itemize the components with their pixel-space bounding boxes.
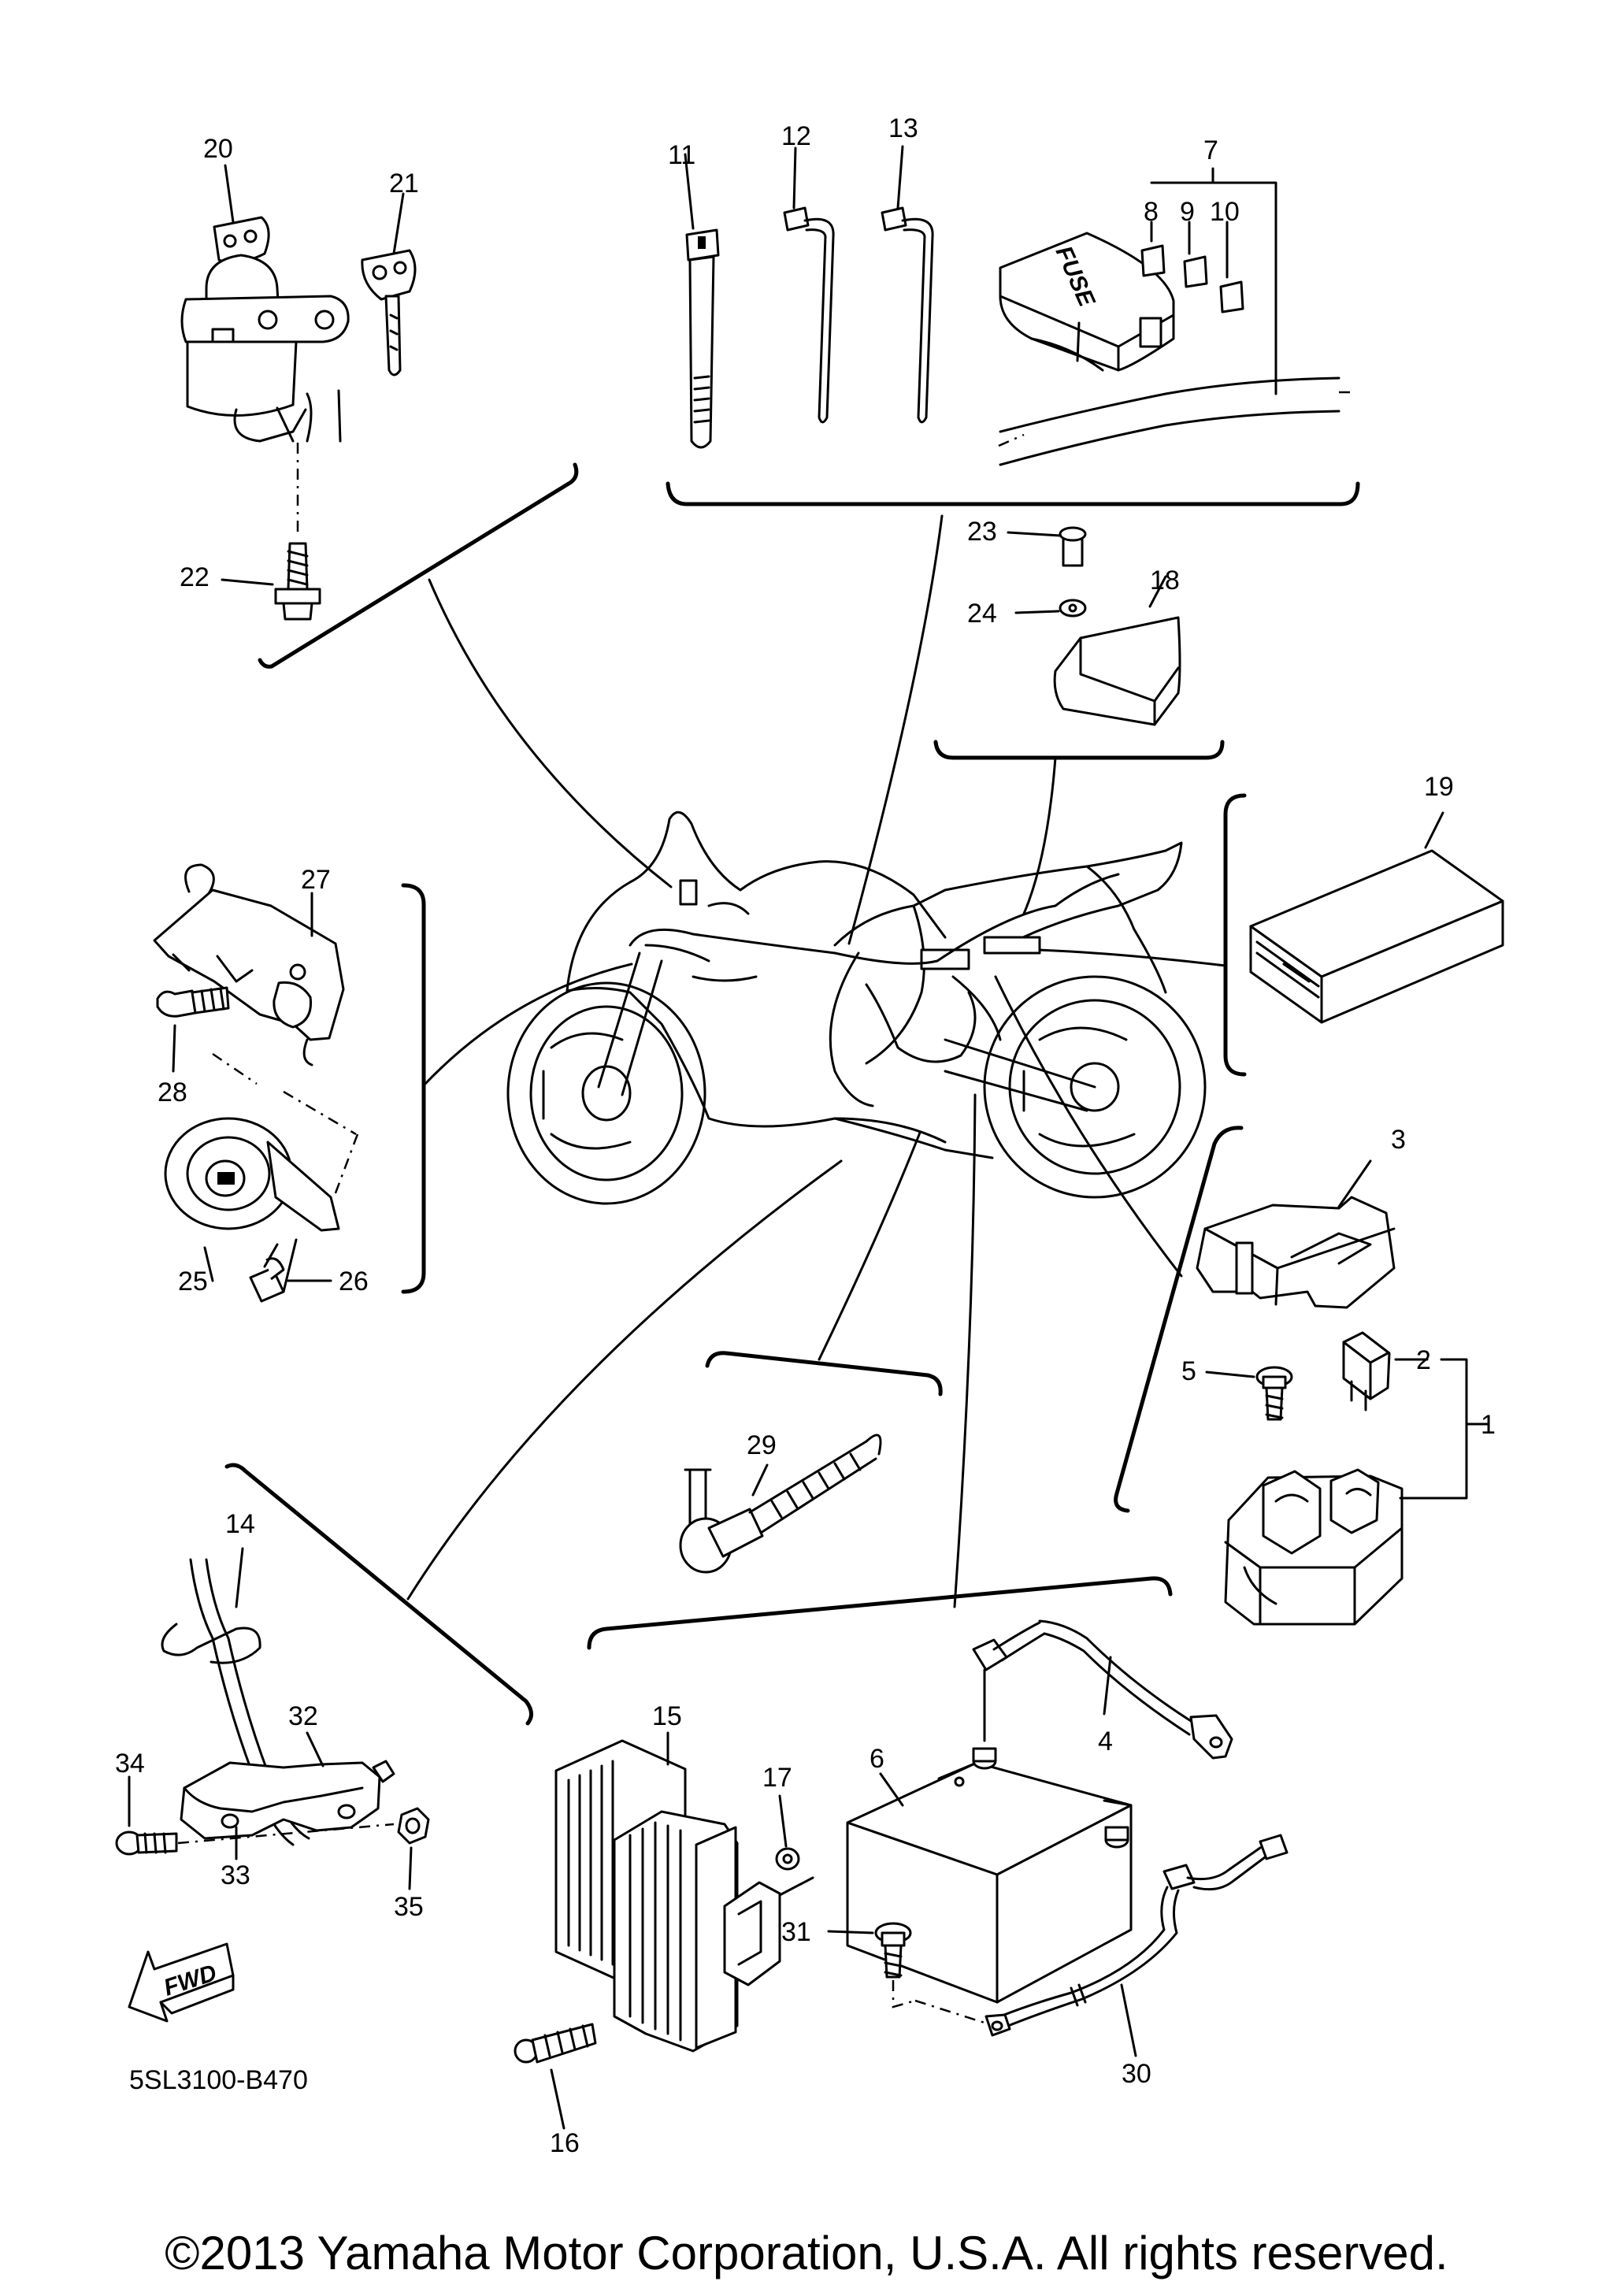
part-number-17: 17: [762, 1763, 792, 1793]
horn-25: [164, 1052, 359, 1282]
ignition-key: [361, 249, 417, 376]
battery-lead-4: [972, 1619, 1233, 1760]
part-number-11: 11: [668, 140, 695, 170]
starter-relay-1: [1224, 1358, 1489, 1626]
part-number-21: 21: [389, 169, 419, 198]
part-number-3: 3: [1391, 1125, 1406, 1155]
part-number-6: 6: [870, 1744, 884, 1774]
part-number-16: 16: [550, 2128, 580, 2158]
sidestand-switch-32: [161, 1558, 395, 1860]
part-number-7: 7: [1203, 135, 1218, 165]
bolt-28: [156, 986, 230, 1073]
part-number-8: 8: [1144, 197, 1159, 227]
ignition-switch: [180, 216, 350, 532]
fuses: [1140, 167, 1277, 395]
part-number-32: 32: [288, 1701, 318, 1731]
part-number-19: 19: [1424, 772, 1454, 802]
wire-14: [235, 1547, 244, 1608]
bolt-22: [221, 542, 321, 621]
part-number-22: 22: [180, 562, 210, 592]
fuse-box: FUSE: [998, 232, 1353, 466]
fuse-2: [1342, 1331, 1429, 1411]
battery-lead-30: [914, 1834, 1289, 2057]
motorcycle-illustration: [506, 810, 1207, 1205]
part-number-20: 20: [203, 134, 233, 164]
part-number-12: 12: [781, 121, 811, 151]
part-number-24: 24: [967, 599, 997, 629]
bolt-31: [827, 1922, 916, 2009]
screw-34: [115, 1775, 395, 1856]
part-number-13: 13: [888, 113, 918, 143]
part-number-15: 15: [652, 1701, 682, 1731]
label-leaders: [224, 145, 904, 255]
part-number-4: 4: [1098, 1727, 1113, 1756]
washer-17: [775, 1794, 800, 1871]
reference-code: 5SL3100-B470: [129, 2065, 308, 2095]
group-brackets: [224, 462, 1360, 1726]
part-number-18: 18: [1150, 566, 1180, 595]
part-number-5: 5: [1181, 1356, 1196, 1386]
part-number-9: 9: [1180, 197, 1195, 227]
bolt-26: [249, 1238, 332, 1303]
copyright-notice: ©2013 Yamaha Motor Corporation, U.S.A. A…: [165, 2227, 1448, 2279]
part-number-33: 33: [221, 1860, 250, 1890]
rectifier-15: [554, 1731, 814, 2053]
part-number-labels: 20 21 22 11 12 13 7 8 9 10 23 24 18 19 2…: [115, 113, 1496, 2158]
part-number-30: 30: [1122, 2059, 1151, 2089]
part-number-35: 35: [394, 1892, 424, 1922]
cover-3: [1196, 1159, 1396, 1309]
part-number-25: 25: [178, 1267, 208, 1296]
cable-tie-12: [783, 206, 835, 424]
part-number-29: 29: [747, 1430, 777, 1460]
relay-18: [1007, 526, 1181, 726]
ecu-19: [1249, 811, 1504, 1024]
bolt-16: [514, 2023, 597, 2130]
part-number-23: 23: [967, 517, 997, 547]
part-number-34: 34: [115, 1749, 145, 1779]
fwd-arrow: FWD: [128, 1942, 235, 2023]
nut-35: [397, 1807, 430, 1890]
part-number-31: 31: [781, 1917, 811, 1947]
bolt-5: [1205, 1366, 1293, 1421]
part-number-1: 1: [1481, 1410, 1496, 1440]
part-number-27: 27: [301, 865, 331, 895]
leader-lines: [406, 514, 1227, 1608]
part-number-2: 2: [1416, 1345, 1431, 1375]
cable-tie-13: [881, 206, 934, 424]
part-number-10: 10: [1210, 197, 1240, 227]
part-number-14: 14: [225, 1509, 255, 1539]
horn-bracket-27: [153, 863, 345, 1066]
part-number-28: 28: [158, 1078, 187, 1107]
part-number-26: 26: [339, 1267, 369, 1296]
cable-tie-11: [685, 228, 720, 449]
sensor-29: [679, 1434, 882, 1574]
